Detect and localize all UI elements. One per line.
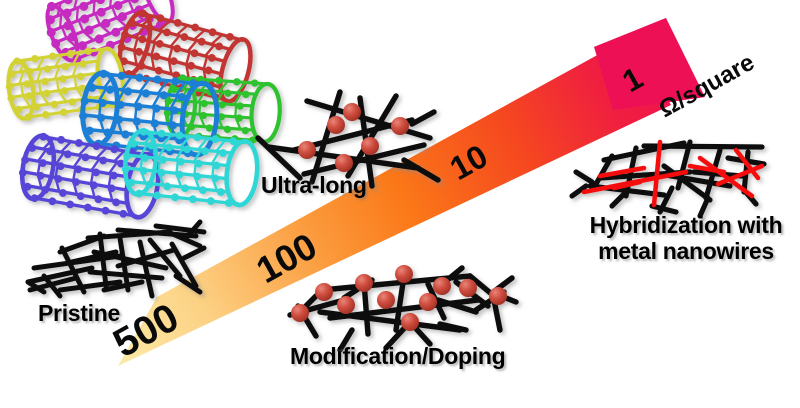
sheet-resistance-arrow bbox=[118, 18, 705, 366]
arrow-head-fill bbox=[594, 18, 705, 110]
hybrid-cnt-nanowire-network bbox=[569, 139, 767, 219]
nanotube-indigo bbox=[18, 132, 161, 220]
caption-hybridization: Hybridization with metal nanowires bbox=[580, 212, 792, 264]
nanotube-yellow bbox=[5, 46, 125, 121]
nanotube-green bbox=[163, 74, 282, 144]
pristine-cnt-network bbox=[25, 219, 207, 299]
carbon-nanotube-bundle bbox=[5, 0, 282, 220]
arrow-band bbox=[118, 36, 671, 366]
caption-pristine: Pristine bbox=[38, 300, 120, 326]
doped-cnt-network bbox=[287, 265, 519, 353]
junction-spheres bbox=[291, 265, 507, 331]
nanotube-cyan bbox=[121, 127, 260, 208]
caption-ultra-long: Ultra-long bbox=[261, 172, 367, 198]
caption-modification-doping: Modification/Doping bbox=[290, 343, 506, 369]
metal-nanowires bbox=[581, 139, 765, 208]
ultra-long-cnt-network bbox=[255, 89, 441, 189]
caption-hybridization-line1: Hybridization with bbox=[589, 212, 783, 238]
junction-spheres bbox=[298, 103, 409, 172]
caption-hybridization-line2: metal nanowires bbox=[598, 238, 774, 264]
